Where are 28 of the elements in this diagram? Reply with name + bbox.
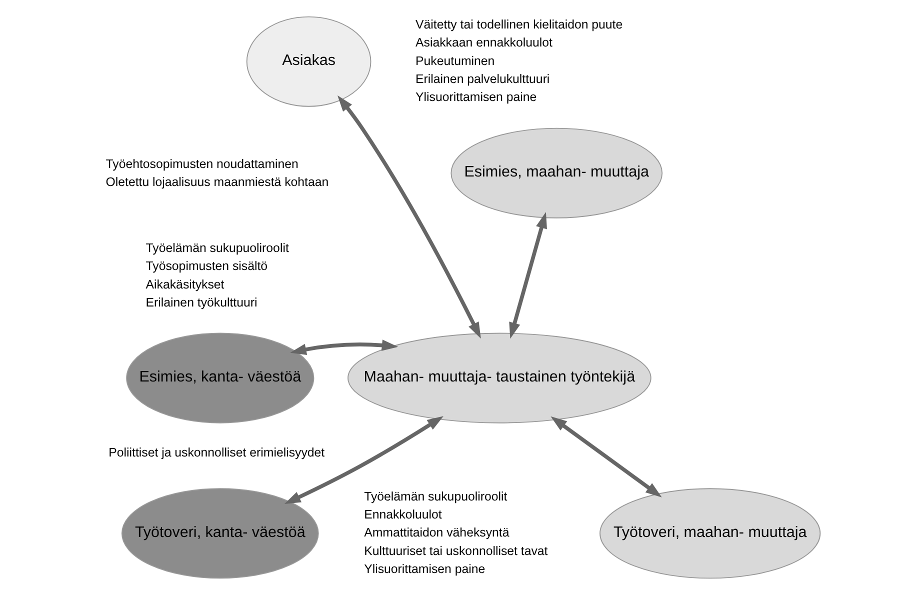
label: Pukeutuminen [416, 54, 495, 68]
arrow [550, 416, 662, 498]
node-ellipse: Esimies, maahan- muuttaja [450, 128, 663, 218]
label: Ammattitaidon väheksyntä [364, 526, 510, 540]
label: Aikakäsitykset [146, 277, 224, 292]
node-ellipse: Maahan- muuttaja- taustainen työntekijä [348, 332, 652, 424]
node-ellipse: Esimies, kanta- väestöä [126, 332, 314, 424]
label: Väitetty tai todellinen kielitaidon puute [416, 18, 623, 32]
label: Asiakkaan ennakkoluulot [416, 36, 552, 50]
label: Työsopimusten sisältö [146, 259, 268, 274]
label: Ennakkoluulot [364, 508, 442, 522]
label: Työelämän sukupuoliroolit [364, 489, 508, 504]
label: Ylisuorittamisen paine [416, 90, 537, 104]
node-ellipse: Työtoveri, maahan- muuttaja [600, 488, 821, 579]
label: Ylisuorittamisen paine [364, 562, 486, 576]
label: Työehtosopimusten noudattaminen [106, 156, 298, 171]
label: Oletettu lojaalisuus maanmiestä kohtaan [106, 174, 329, 189]
arrow [509, 212, 547, 339]
arrow [284, 416, 444, 504]
arrow [290, 340, 398, 355]
label: Erilainen työkulttuuri [146, 295, 258, 310]
arrow [337, 95, 481, 339]
label: Poliittiset ja uskonnolliset erimielisyydet [108, 446, 325, 460]
node-ellipse: Asiakas [246, 16, 372, 107]
label: Kulttuuriset tai uskonnolliset tavat [364, 544, 548, 558]
label: Erilainen palvelukulttuuri [416, 72, 550, 86]
label: Työelämän sukupuoliroolit [146, 241, 289, 256]
node-ellipse: Työtoveri, kanta- väestöä [121, 488, 319, 579]
